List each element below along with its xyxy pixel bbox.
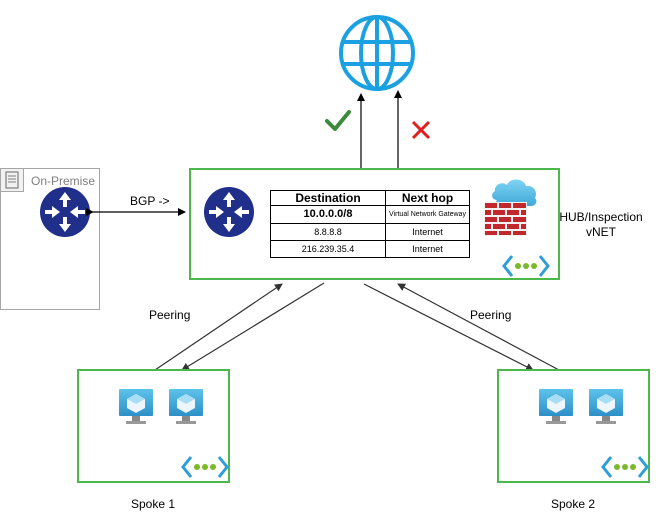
route-next-hop: Virtual Network Gateway xyxy=(385,205,470,224)
peering-left-label: Peering xyxy=(149,308,191,322)
header-next-hop: Next hop xyxy=(385,190,470,206)
peering-left-arrow-down xyxy=(181,282,325,371)
vm-icon xyxy=(589,389,623,424)
vm-icon xyxy=(539,389,573,424)
globe-icon xyxy=(339,15,415,91)
firewall-icon xyxy=(484,179,537,236)
route-destination: 216.239.35.4 xyxy=(270,240,386,258)
cross-icon xyxy=(411,120,431,140)
route-next-hop: Internet xyxy=(385,223,470,241)
vm-icon xyxy=(169,389,203,424)
spoke2-box xyxy=(497,369,650,483)
hub-label: HUB/Inspection vNET xyxy=(555,210,647,240)
route-table-header: Destination Next hop xyxy=(270,190,470,206)
onprem-router-icon xyxy=(40,187,90,237)
spoke2-vnet-icon xyxy=(601,456,649,478)
table-row: 10.0.0.0/8 Virtual Network Gateway xyxy=(270,205,470,224)
peering-right-arrow-up xyxy=(397,283,560,371)
check-icon xyxy=(325,110,351,131)
route-table: Destination Next hop 10.0.0.0/8 Virtual … xyxy=(270,190,470,258)
peering-right-arrow-down xyxy=(363,283,534,371)
spoke1-label: Spoke 1 xyxy=(131,497,176,511)
table-row: 8.8.8.8 Internet xyxy=(270,223,470,241)
route-destination: 10.0.0.0/8 xyxy=(270,205,386,224)
route-destination: 8.8.8.8 xyxy=(270,223,386,241)
peering-left-arrow-up xyxy=(154,283,283,371)
hub-label-line2: vNET xyxy=(586,225,616,239)
onprem-title: On-Premise xyxy=(31,174,96,188)
header-destination: Destination xyxy=(270,190,386,206)
bgp-label: BGP -> xyxy=(130,194,170,208)
spoke1-box xyxy=(77,369,230,483)
onprem-box xyxy=(0,168,100,310)
peering-right-label: Peering xyxy=(470,308,512,322)
spoke1-vnet-icon xyxy=(181,456,229,478)
server-icon xyxy=(5,171,19,189)
spoke2-label: Spoke 2 xyxy=(551,497,596,511)
hub-vnet-icon xyxy=(502,255,550,277)
route-next-hop: Internet xyxy=(385,240,470,258)
hub-router-icon xyxy=(204,187,254,237)
vm-icon xyxy=(119,389,153,424)
hub-label-line1: HUB/Inspection xyxy=(559,210,643,224)
table-row: 216.239.35.4 Internet xyxy=(270,240,470,258)
